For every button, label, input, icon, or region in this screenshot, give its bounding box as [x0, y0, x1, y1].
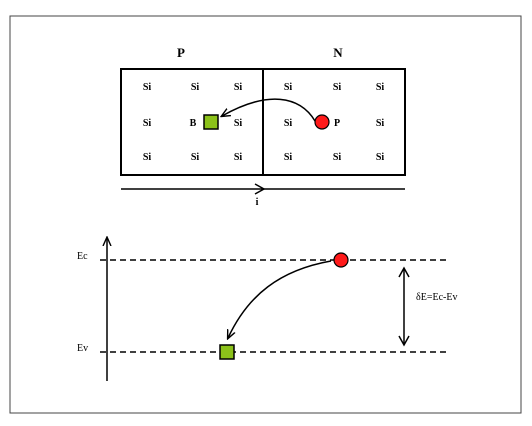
si-atom: Si [333, 152, 342, 163]
outer-frame [9, 15, 522, 414]
boron-atom-label: B [190, 118, 197, 129]
si-atom: Si [143, 152, 152, 163]
si-atom: Si [234, 82, 243, 93]
si-atom: Si [143, 82, 152, 93]
band-gap-arrowhead-bottom [398, 335, 410, 347]
si-atom: Si [376, 118, 385, 129]
hole-square [219, 344, 235, 360]
si-atom: Si [191, 152, 200, 163]
donor-circle [314, 114, 330, 130]
phosphorus-atom-label: P [334, 118, 340, 129]
si-atom: Si [376, 152, 385, 163]
si-atom: Si [333, 82, 342, 93]
si-atom: Si [234, 152, 243, 163]
si-atom: Si [376, 82, 385, 93]
acceptor-square [203, 114, 219, 130]
n-region-label: N [333, 45, 343, 60]
recombination-arrow [228, 260, 332, 338]
si-atom: Si [284, 82, 293, 93]
valence-band-label: Ev [77, 343, 88, 354]
current-label: i [256, 197, 259, 208]
electron-circle [333, 252, 349, 268]
si-atom: Si [284, 118, 293, 129]
current-arrowhead [254, 183, 266, 195]
p-region-label: P [177, 45, 185, 60]
band-gap-arrowhead-top [398, 266, 410, 278]
si-atom: Si [191, 82, 200, 93]
n-region-box [262, 68, 406, 176]
si-atom: Si [284, 152, 293, 163]
electron-transfer-arrow [222, 98, 316, 122]
band-gap-label: δE=Ec-Ev [416, 292, 457, 303]
si-atom: Si [234, 118, 243, 129]
conduction-band-label: Ec [77, 251, 88, 262]
si-atom: Si [143, 118, 152, 129]
